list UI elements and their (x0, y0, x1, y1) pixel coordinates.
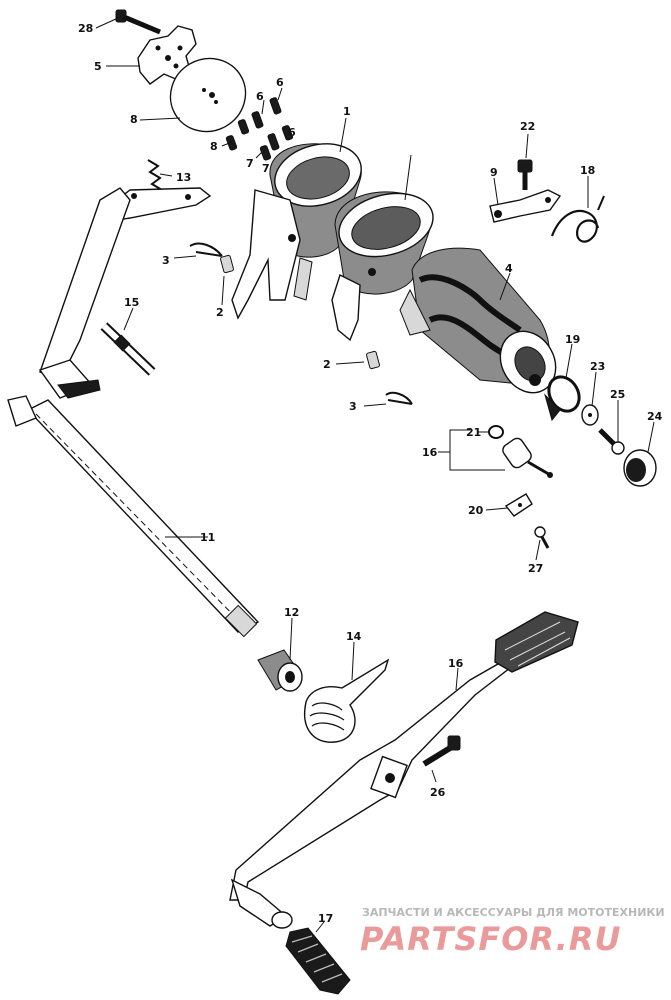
part-23-washer (581, 404, 599, 426)
callout-19: 19 (565, 333, 580, 346)
part-16-switch (502, 437, 553, 478)
callout-25: 25 (610, 388, 625, 401)
callout-28: 28 (78, 22, 93, 35)
part-25-screw (598, 428, 625, 455)
callout-18: 18 (580, 164, 595, 177)
part-27-screw (534, 526, 550, 549)
part-3-clip-lower (385, 391, 413, 405)
part-13-spring (147, 159, 163, 191)
part-18-spring (550, 195, 605, 243)
part-4-shift-drum (399, 247, 557, 394)
leader-lines (95, 17, 655, 933)
callout-8: 8 (210, 140, 218, 153)
callout-27: 27 (528, 562, 543, 575)
part-fork-ring-2 (331, 191, 434, 342)
part-19-washer (544, 375, 581, 422)
callout-1: 1 (343, 105, 351, 118)
part-22-bolt (517, 159, 533, 190)
callout-16: 16 (448, 657, 464, 670)
part-8-disc (169, 57, 247, 133)
part-12-collar (257, 649, 303, 692)
part-15-stud-bolt (100, 322, 156, 376)
part-1-shift-fork (231, 143, 362, 320)
callout-9: 9 (490, 166, 498, 179)
watermark-caption: ЗАПЧАСТИ И АКСЕССУАРЫ ДЛЯ МОТОТЕХНИКИ (362, 906, 665, 919)
callout-21: 21 (466, 426, 481, 439)
watermark-brand-logo: PARTSFOR.RU (360, 920, 621, 958)
callout-26: 26 (430, 786, 446, 799)
small-pins-group (225, 97, 294, 161)
part-28-bolt (115, 9, 161, 35)
callout-3: 3 (349, 400, 357, 413)
part-2-pin-upper (220, 254, 234, 274)
part-21-oring (488, 425, 504, 439)
callout-3: 3 (162, 254, 170, 267)
callout-4: 4 (505, 262, 513, 275)
watermark: ЗАПЧАСТИ И АКСЕССУАРЫ ДЛЯ МОТОТЕХНИКИ PA… (360, 906, 665, 958)
callout-15: 15 (124, 296, 139, 309)
callout-6: 6 (276, 76, 284, 89)
callout-20: 20 (468, 504, 484, 517)
callout-24: 24 (647, 410, 663, 423)
part-17-rubber (285, 927, 351, 995)
part-24-cap (623, 449, 657, 487)
part-26-bolt (422, 735, 461, 767)
callout-8: 8 (130, 113, 138, 126)
part-3-clip-upper (189, 242, 223, 257)
callout-11: 11 (200, 531, 215, 544)
callout-7: 7 (262, 162, 270, 175)
callout-23: 23 (590, 360, 605, 373)
callout-2: 2 (323, 358, 331, 371)
callout-labels: 28 5 8 8 6 6 6 7 7 1 13 3 2 15 2 3 4 22 … (78, 22, 663, 925)
callout-5: 5 (94, 60, 102, 73)
callout-17: 17 (318, 912, 333, 925)
callout-2: 2 (216, 306, 224, 319)
callout-14: 14 (346, 630, 362, 643)
callout-6: 6 (256, 90, 264, 103)
part-20-clip (504, 493, 533, 517)
callout-12: 12 (284, 606, 299, 619)
callout-22: 22 (520, 120, 535, 133)
callout-13: 13 (176, 171, 191, 184)
part-16-pedal (229, 611, 579, 929)
part-9-stopper-arm (489, 189, 562, 223)
callout-16: 16 (422, 446, 438, 459)
callout-7: 7 (246, 157, 254, 170)
callout-6: 6 (288, 126, 296, 139)
part-14-spring (304, 658, 390, 743)
part-11-spindle (7, 187, 260, 638)
part-2-pin-lower (366, 350, 380, 370)
